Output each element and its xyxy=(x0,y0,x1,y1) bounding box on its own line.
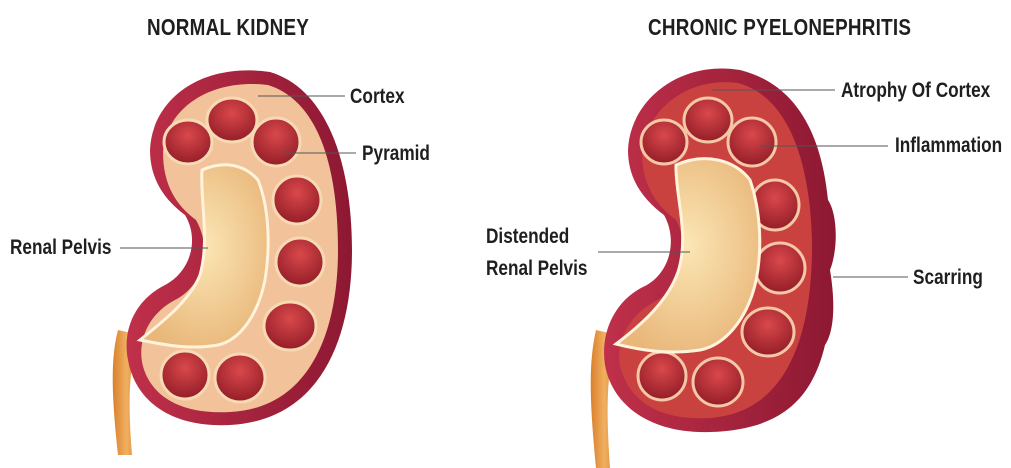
label-scarring: Scarring xyxy=(913,265,983,291)
chronic-kidney xyxy=(591,68,836,468)
label-cortex: Cortex xyxy=(350,84,405,110)
label-inflammation: Inflammation xyxy=(895,133,1002,159)
label-renal-pelvis: Renal Pelvis xyxy=(10,235,111,261)
label-distended-line2: Renal Pelvis xyxy=(486,256,587,282)
label-distended-line1: Distended xyxy=(486,224,569,250)
label-pyramid: Pyramid xyxy=(362,141,430,167)
normal-kidney xyxy=(113,70,352,455)
label-atrophy-of-cortex: Atrophy Of Cortex xyxy=(841,78,990,104)
